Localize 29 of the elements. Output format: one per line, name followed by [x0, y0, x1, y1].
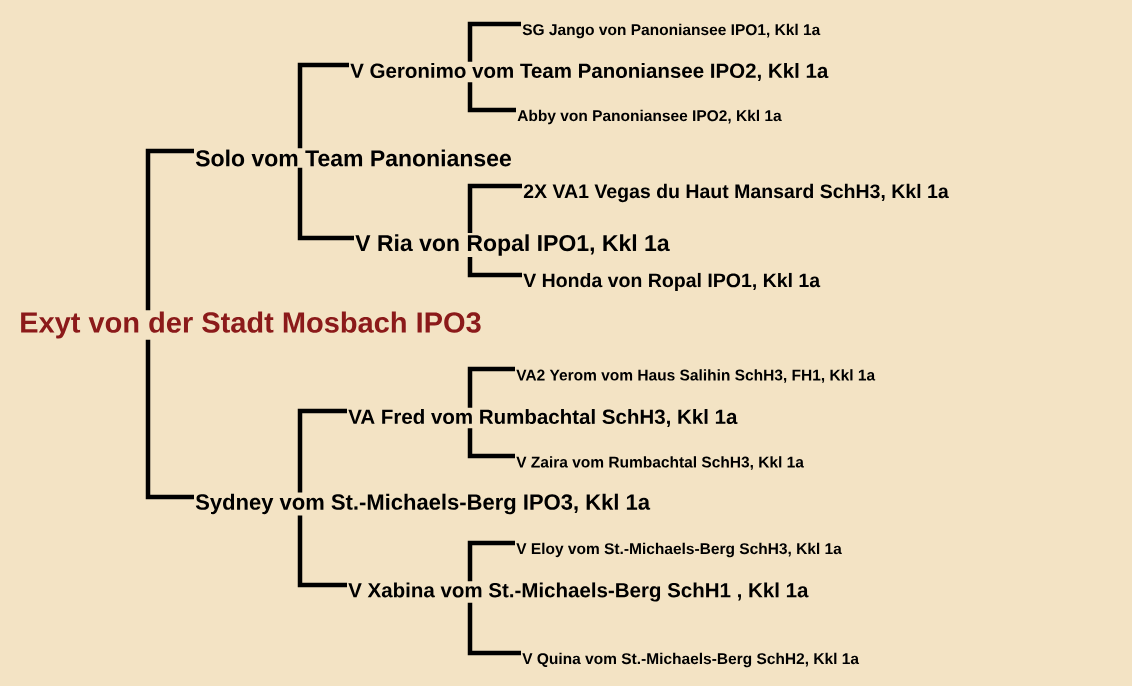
pedigree-name: Abby von Panoniansee IPO2, Kkl 1a: [517, 109, 782, 125]
bracket-line: [145, 148, 194, 311]
pedigree-name: V Zaira vom Rumbachtal SchH3, Kkl 1a: [516, 456, 804, 470]
bracket-line: [467, 602, 521, 656]
pedigree-name: Sydney vom St.-Michaels-Berg IPO3, Kkl 1a: [195, 493, 651, 515]
pedigree-name: VA Fred vom Rumbachtal SchH3, Kkl 1a: [348, 409, 738, 427]
bracket-line: [467, 256, 522, 278]
pedigree-name: V Eloy vom St.-Michaels-Berg SchH3, Kkl 1a: [516, 542, 842, 558]
bracket-line: [467, 428, 515, 459]
pedigree-name: V Honda von Ropal IPO1, Kkl 1a: [523, 272, 821, 292]
bracket-line: [145, 339, 194, 500]
bracket-line: [297, 408, 347, 493]
pedigree-name: 2X VA1 Vegas du Haut Mansard SchH3, Kkl 1a: [523, 183, 949, 203]
pedigree-name: SG Jango von Panoniansee IPO1, Kkl 1a: [522, 23, 821, 39]
dog-name-title: Exyt von der Stadt Mosbach IPO3: [21, 311, 481, 339]
pedigree-name: V Geronimo vom Team Panoniansee IPO2, Kkl 1a: [350, 63, 829, 81]
pedigree-name: V Ria von Ropal IPO1, Kkl 1a: [355, 234, 670, 256]
bracket-line: [297, 515, 347, 588]
pedigree-name: V Xabina vom St.-Michaels-Berg SchH1 , Kkl 1a: [348, 582, 809, 602]
bracket-line: [297, 167, 354, 241]
bracket-line: [467, 183, 522, 234]
bracket-line: [467, 21, 521, 62]
bracket-line: [467, 540, 515, 582]
bracket-line: [297, 62, 349, 149]
bracket-line: [467, 82, 516, 113]
pedigree-name: V Quina vom St.-Michaels-Berg SchH2, Kkl 1a: [522, 652, 860, 668]
pedigree-name: VA2 Yerom vom Haus Salihin SchH3, FH1, Kkl 1a: [516, 369, 876, 383]
bracket-line: [467, 366, 515, 408]
pedigree-name: Solo vom Team Panoniansee: [195, 149, 511, 167]
